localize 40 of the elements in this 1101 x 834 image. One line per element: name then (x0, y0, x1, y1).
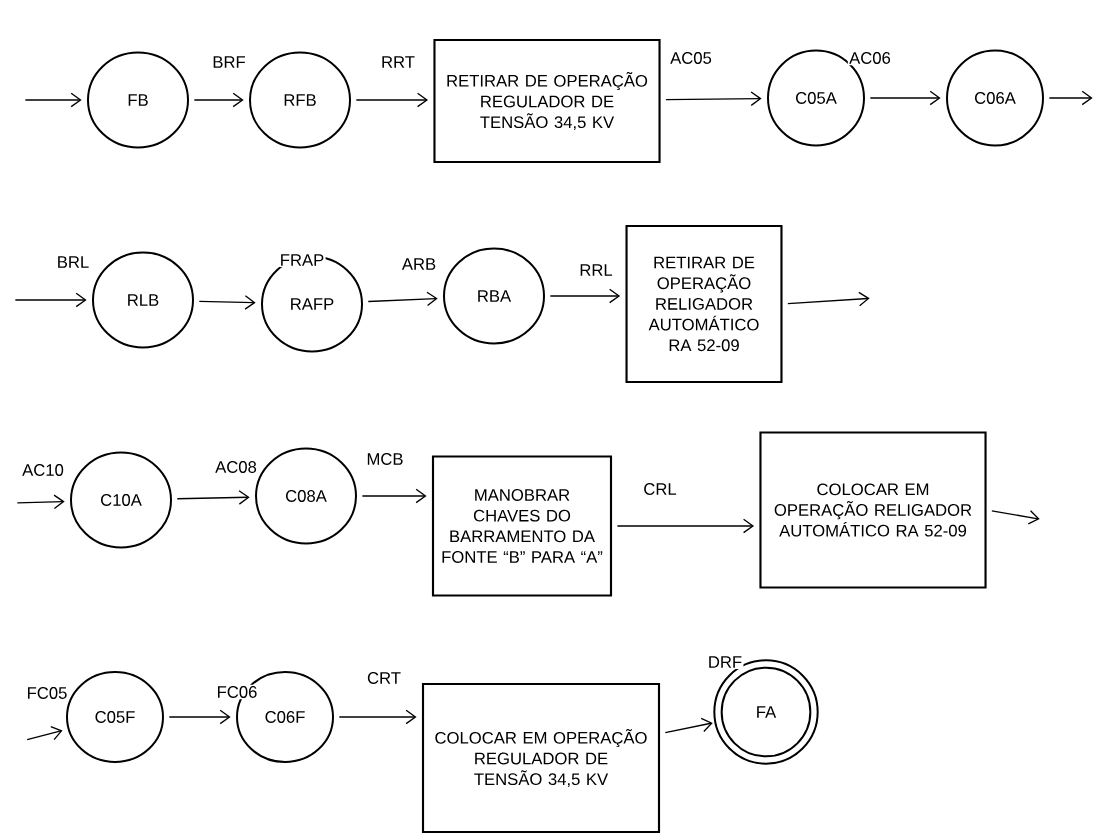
arrow (193, 92, 244, 108)
edge-label: FRAP (278, 252, 326, 268)
arrow (14, 292, 87, 308)
edge-label: ARB (400, 256, 438, 272)
process-box: COLOCAR EM OPERAÇÃO REGULADOR DE TENSÃO 34,5 KV (421, 682, 661, 834)
arrow (869, 90, 941, 106)
arrow (355, 92, 429, 108)
edge-label: BRF (211, 54, 247, 70)
edge-label: AC06 (847, 50, 893, 66)
arrow (16, 494, 65, 510)
edge-label: CRL (642, 481, 678, 497)
edge-label: RRL (578, 262, 614, 278)
arrow (665, 91, 762, 107)
process-box: RETIRAR DE OPERAÇÃO REGULADOR DE TENSÃO 34,5 KV (433, 38, 661, 164)
edge-label: MCB (365, 451, 405, 467)
edge-label: RRT (379, 54, 417, 70)
edge-label: FC05 (25, 685, 69, 701)
arrow (176, 490, 250, 505)
arrow (664, 717, 713, 734)
arrow (991, 510, 1040, 525)
arrow (338, 709, 417, 725)
arrow (198, 295, 256, 310)
arrow (1048, 90, 1093, 106)
arrow (367, 291, 438, 307)
edge-label: DRF (706, 654, 744, 670)
arrow (24, 92, 82, 108)
edge-label: BRL (55, 254, 91, 270)
arrow (168, 709, 231, 725)
arrow (787, 291, 870, 307)
edge-label: FC06 (215, 684, 259, 700)
process-box: COLOCAR EM OPERAÇÃO RELIGADOR AUTOMÁTICO RA 52-09 (759, 431, 987, 589)
edge-label: AC10 (20, 462, 66, 478)
edge-label: CRT (365, 670, 403, 686)
arrow (361, 488, 427, 504)
process-box: MANOBRAR CHAVES DO BARRAMENTO DA FONTE “B” PARA “A” (431, 455, 613, 597)
arrow (26, 726, 63, 741)
edge-label: AC05 (668, 50, 714, 66)
arrow (549, 288, 621, 304)
process-box: RETIRAR DE OPERAÇÃO RELIGADOR AUTOMÁTICO RA 52-09 (625, 224, 783, 384)
arrow (616, 518, 755, 534)
